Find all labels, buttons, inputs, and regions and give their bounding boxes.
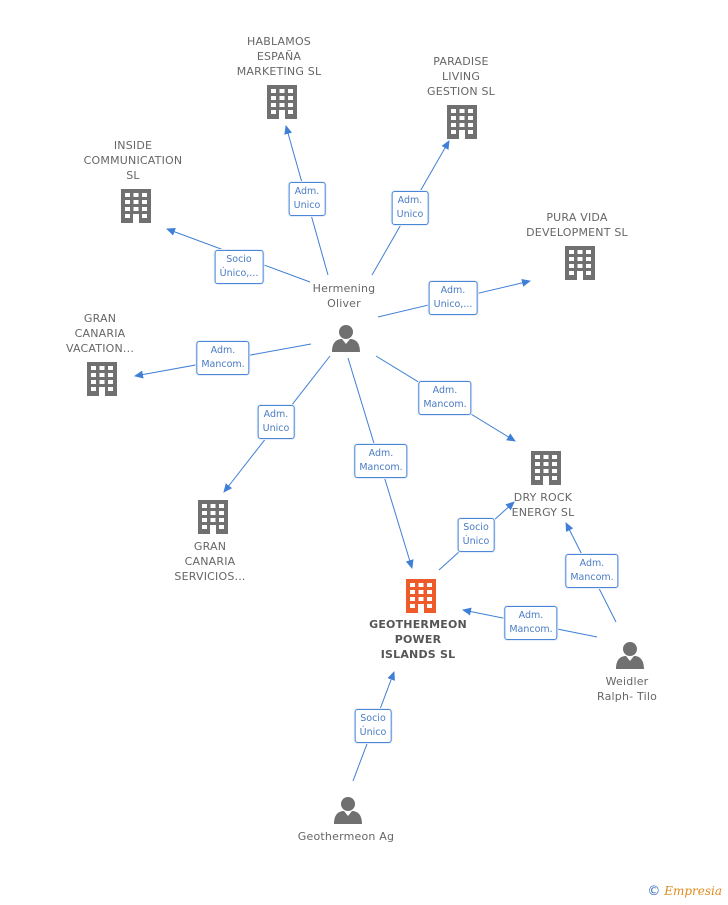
edge-label-weidler-to-geothermeon_power[interactable]: Adm. Mancom. xyxy=(504,606,558,640)
edge-label-line: Unico xyxy=(396,209,424,220)
node-label-line: COMMUNICATION xyxy=(83,154,183,167)
building-icon[interactable] xyxy=(406,579,436,613)
edge-label-line: Adm. xyxy=(294,186,320,197)
node-label-line: ISLANDS SL xyxy=(380,648,456,661)
node-label-line: MARKETING SL xyxy=(236,65,322,78)
person-icon[interactable] xyxy=(616,642,644,669)
edge-label-line: Adm. xyxy=(397,195,423,206)
node-label-line: VACATION... xyxy=(65,342,135,355)
node-label-paradise[interactable]: PARADISE LIVING GESTION SL xyxy=(427,54,495,99)
edge-label-line: Único xyxy=(462,536,490,547)
node-label-line: GRAN xyxy=(83,312,117,325)
node-label-line: PURA VIDA xyxy=(546,211,608,224)
edge-label-hermening-to-gran_canaria_vacation[interactable]: Adm. Mancom. xyxy=(196,341,250,375)
node-label-line: Geothermeon Ag xyxy=(297,830,395,843)
edge-label-line: Socio xyxy=(226,254,252,265)
building-icon[interactable] xyxy=(531,451,561,485)
node-label-pura-vida[interactable]: PURA VIDA DEVELOPMENT SL xyxy=(526,210,628,240)
node-label-geothermeon-ag[interactable]: Geothermeon Ag xyxy=(298,829,394,844)
edge-label-hermening-to-gran_canaria_servicios[interactable]: Adm. Unico xyxy=(257,405,295,439)
node-label-line: CANARIA xyxy=(74,327,126,340)
node-label-dry-rock[interactable]: DRY ROCK ENERGY SL xyxy=(512,490,575,520)
node-label-line: PARADISE xyxy=(433,55,489,68)
building-icon[interactable] xyxy=(121,189,151,223)
person-icon[interactable] xyxy=(334,797,362,824)
node-label-line: SERVICIOS... xyxy=(174,570,246,583)
node-label-line: Weidler xyxy=(605,675,649,688)
edge-label-hermening-to-geothermeon_power[interactable]: Adm. Mancom. xyxy=(354,444,408,478)
edge-label-weidler-to-dry_rock[interactable]: Adm. Mancom. xyxy=(565,554,619,588)
node-label-line: GRAN xyxy=(193,540,227,553)
building-icon[interactable] xyxy=(565,246,595,280)
building-icon[interactable] xyxy=(267,85,297,119)
node-label-hablamos[interactable]: HABLAMOS ESPAÑA MARKETING SL xyxy=(237,34,322,79)
person-icon[interactable] xyxy=(332,325,360,352)
node-label-line: ESPAÑA xyxy=(256,50,302,63)
building-icon[interactable] xyxy=(87,362,117,396)
node-label-gran-canaria-vacation[interactable]: GRAN CANARIA VACATION... xyxy=(66,311,134,356)
edge-label-line: Adm. xyxy=(518,610,544,621)
brand-logo[interactable]: © Empresia xyxy=(647,884,722,899)
node-label-geothermeon-power[interactable]: GEOTHERMEON POWER ISLANDS SL xyxy=(369,617,467,662)
edge-label-line: Adm. xyxy=(368,448,394,459)
edge-label-line: Adm. xyxy=(263,409,289,420)
node-label-line: ENERGY SL xyxy=(511,506,575,519)
edge-label-line: Único,... xyxy=(219,268,259,279)
node-label-line: Hermening xyxy=(312,282,376,295)
node-label-line: INSIDE xyxy=(113,139,153,152)
edge-label-hermening-to-dry_rock[interactable]: Adm. Mancom. xyxy=(418,381,472,415)
node-label-inside[interactable]: INSIDE COMMUNICATION SL xyxy=(84,138,183,183)
edge-label-line: Mancom. xyxy=(423,399,467,410)
node-label-line: SL xyxy=(126,169,140,182)
edge-label-line: Socio xyxy=(463,522,489,533)
node-label-line: POWER xyxy=(394,633,442,646)
edge-label-line: Mancom. xyxy=(201,359,245,370)
edge-label-line: Socio xyxy=(360,713,386,724)
edge-label-hermening-to-hablamos[interactable]: Adm. Unico xyxy=(288,182,326,216)
edge-label-line: Mancom. xyxy=(509,624,553,635)
node-label-line: DRY ROCK xyxy=(513,491,573,504)
node-label-line: HABLAMOS xyxy=(247,35,311,48)
node-label-line: Ralph- Tilo xyxy=(596,690,658,703)
node-label-gran-canaria-servicios[interactable]: GRAN CANARIA SERVICIOS... xyxy=(174,539,245,584)
node-label-line: Oliver xyxy=(327,297,361,310)
node-label-line: CANARIA xyxy=(184,555,236,568)
edge-label-line: Adm. xyxy=(579,558,605,569)
copyright-icon: © xyxy=(647,884,661,899)
edge-label-line: Adm. xyxy=(440,285,466,296)
node-label-line: LIVING xyxy=(441,70,481,83)
edge-label-line: Adm. xyxy=(432,385,458,396)
edge-label-line: Unico xyxy=(293,200,321,211)
building-icon[interactable] xyxy=(198,500,228,534)
edge-label-line: Mancom. xyxy=(570,572,614,583)
edge-label-line: Unico,... xyxy=(433,299,473,310)
edge-label-line: Adm. xyxy=(210,345,236,356)
building-icon[interactable] xyxy=(447,105,477,139)
node-label-line: GEOTHERMEON xyxy=(369,618,467,631)
edge-label-hermening-to-paradise[interactable]: Adm. Unico xyxy=(391,191,429,225)
edge-label-hermening-to-pura_vida[interactable]: Adm. Unico,... xyxy=(428,281,478,315)
node-label-line: DEVELOPMENT SL xyxy=(526,226,628,239)
edge-label-line: Mancom. xyxy=(359,462,403,473)
edge-label-line: Único xyxy=(359,727,387,738)
edge-label-line: Unico xyxy=(262,423,290,434)
node-label-line: GESTION SL xyxy=(427,85,495,98)
brand-name: Empresia xyxy=(664,884,722,898)
